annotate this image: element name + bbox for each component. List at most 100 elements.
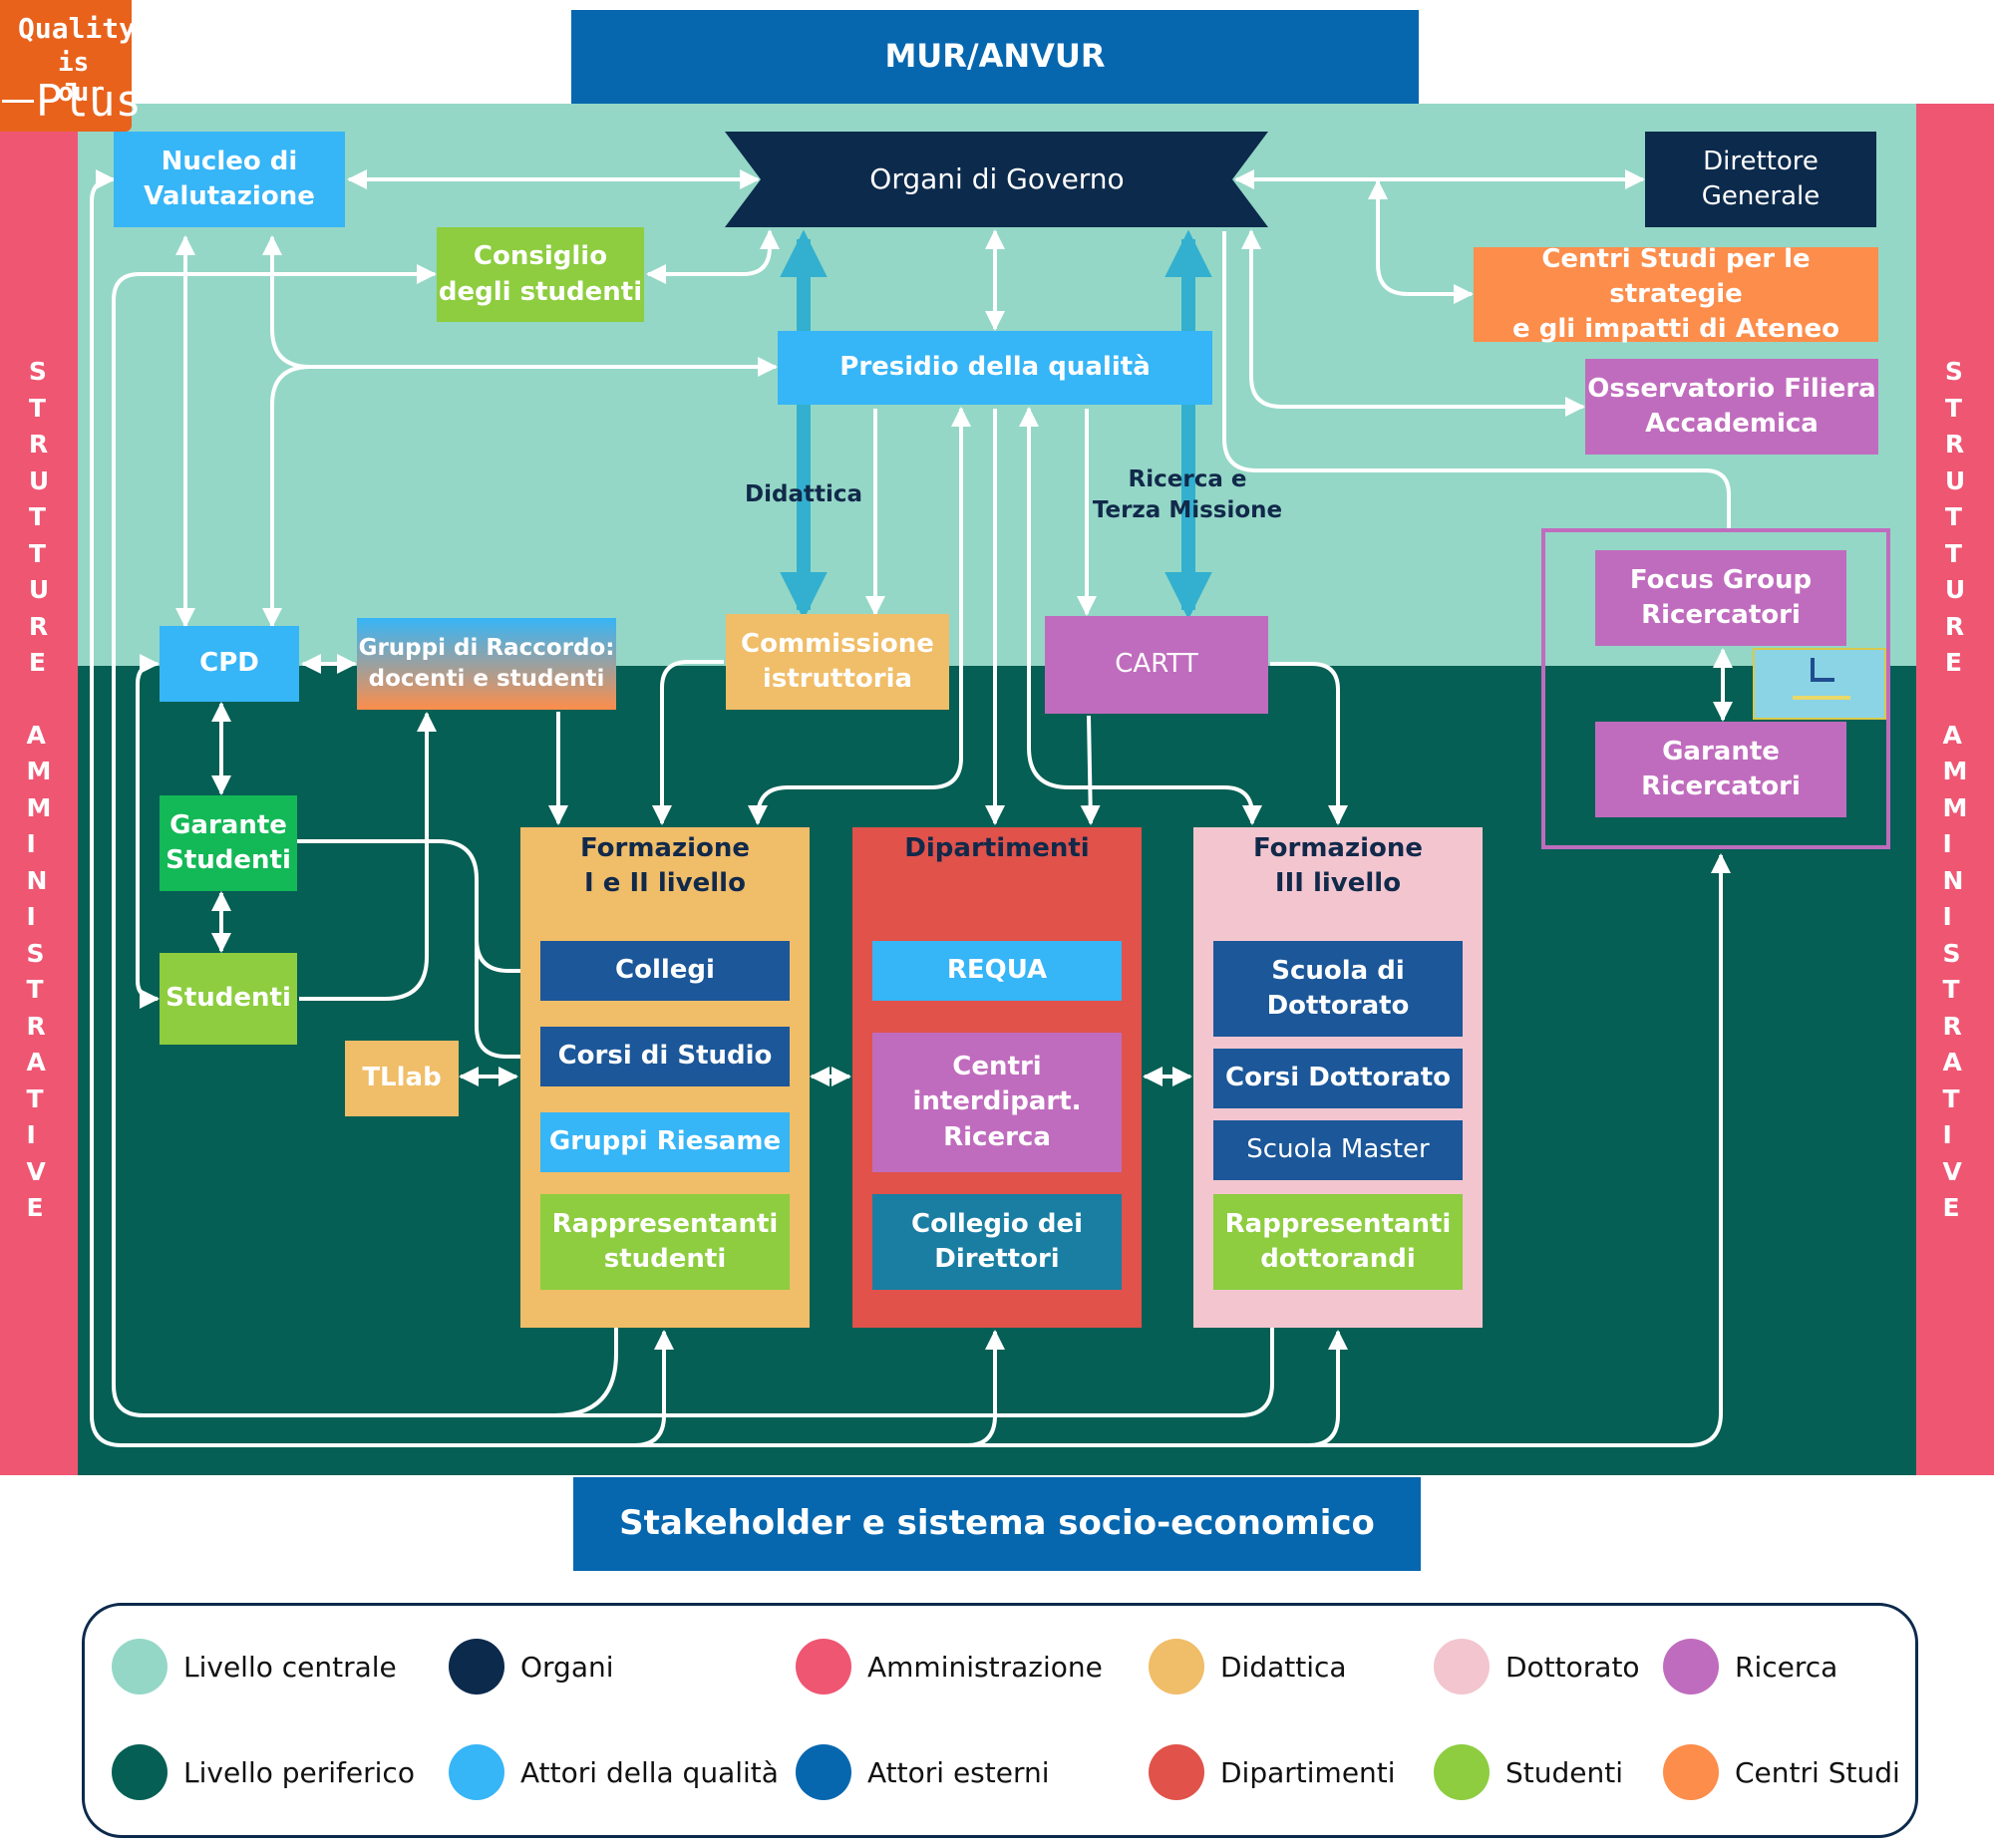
legend-item: Livello centrale	[112, 1639, 397, 1694]
side-letter: M	[26, 792, 52, 822]
side-letter: V	[1942, 1156, 1962, 1186]
formazione-12-title: Formazione I e II livello	[579, 832, 751, 898]
studenti: Studenti	[160, 953, 297, 1045]
side-letter: S	[26, 938, 45, 968]
legend-label: Attori della qualità	[520, 1755, 779, 1789]
legend-swatch	[1663, 1639, 1719, 1694]
organi-di-governo: Organi di Governo	[869, 162, 1125, 196]
legend-label: Dottorato	[1505, 1650, 1640, 1684]
legend-swatch	[449, 1639, 504, 1694]
legend-item: Didattica	[1149, 1639, 1347, 1694]
side-letter: E	[1942, 1193, 1960, 1222]
legend-label: Amministrazione	[867, 1650, 1103, 1684]
consiglio-degli-studenti: Consiglio degli studenti	[437, 227, 644, 322]
direttore-generale: Direttore Generale	[1645, 132, 1876, 227]
side-letter: A	[1942, 720, 1962, 750]
scuola-master: Scuola Master	[1213, 1120, 1463, 1180]
centri-studi: Centri Studi per le strategie e gli impa…	[1474, 244, 1878, 344]
legend-item: Studenti	[1434, 1744, 1623, 1800]
legend-item: Organi	[449, 1639, 614, 1694]
side-letter: T	[1944, 538, 1962, 568]
nucleo-di-valutazione: Nucleo di Valutazione	[114, 132, 345, 227]
side-letter: I	[1942, 829, 1952, 858]
legend-label: Livello periferico	[183, 1755, 415, 1789]
legend-item: Attori della qualità	[449, 1744, 779, 1800]
side-letter: R	[1944, 611, 1965, 641]
logo-dash	[2, 100, 34, 103]
quality-logo: Quality is our Plus	[0, 0, 142, 132]
osservatorio-filiera: Osservatorio Filiera Accademica	[1585, 359, 1878, 455]
side-letter: T	[26, 1083, 44, 1113]
legend-swatch	[796, 1744, 851, 1800]
rappresentanti-studenti: Rappresentanti studenti	[540, 1194, 790, 1290]
legend-swatch	[112, 1744, 167, 1800]
side-letter: M	[1942, 792, 1968, 822]
side-letter: N	[1942, 865, 1964, 895]
legend-label: Centri Studi	[1735, 1755, 1900, 1789]
side-letter: E	[1944, 648, 1962, 677]
legend-swatch	[1434, 1639, 1490, 1694]
side-letter: N	[26, 865, 48, 895]
side-letter: R	[28, 611, 49, 641]
logo-line-1: Quality	[18, 12, 137, 45]
side-letter: U	[1944, 575, 1966, 604]
corsi-dottorato: Corsi Dottorato	[1213, 1049, 1463, 1108]
legend-label: Didattica	[1220, 1650, 1347, 1684]
side-letter: R	[1942, 1011, 1962, 1041]
side-letter: A	[26, 720, 46, 750]
side-letter: T	[28, 538, 46, 568]
logo-line-2: is our	[58, 48, 105, 108]
legend-swatch	[449, 1744, 504, 1800]
side-letter: T	[1944, 502, 1962, 531]
legend-item: Ricerca	[1663, 1639, 1837, 1694]
legend-item: Dipartimenti	[1149, 1744, 1396, 1800]
side-letter: U	[28, 465, 50, 495]
label-ricerca-terza-missione: Ricerca e Terza Missione	[1092, 465, 1283, 523]
legend-swatch	[1149, 1744, 1204, 1800]
legend-item: Centri Studi	[1663, 1744, 1900, 1800]
side-letter: U	[1944, 465, 1966, 495]
cpd: CPD	[160, 626, 299, 702]
label-didattica: Didattica	[745, 481, 862, 508]
rappresentanti-dottorandi: Rappresentanti dottorandi	[1213, 1194, 1463, 1290]
presidio-della-qualita: Presidio della qualità	[778, 331, 1212, 405]
legend-item: Amministrazione	[796, 1639, 1103, 1694]
legend-item: Livello periferico	[112, 1744, 415, 1800]
hr-logo-icon	[1811, 658, 1834, 682]
side-letter: M	[26, 757, 52, 785]
side-letter: R	[26, 1011, 46, 1041]
side-letter: I	[26, 829, 36, 858]
logo-line-3: Plus	[36, 76, 142, 127]
legend-swatch	[796, 1639, 851, 1694]
corsi-di-studio: Corsi di Studio	[540, 1027, 790, 1086]
side-letter: T	[1942, 975, 1960, 1004]
bottom-banner: Stakeholder e sistema socio-economico	[573, 1477, 1421, 1571]
side-letter: I	[1942, 902, 1952, 931]
side-letter: A	[26, 1048, 46, 1077]
focus-group-ricercatori: Focus Group Ricercatori	[1595, 550, 1846, 646]
side-letter: A	[1942, 1048, 1962, 1077]
side-letter: T	[1944, 393, 1962, 423]
dipartimenti-title: Dipartimenti	[904, 833, 1090, 864]
formazione-3-title: Formazione III livello	[1252, 832, 1424, 898]
side-letter: S	[1942, 938, 1961, 968]
scuola-di-dottorato: Scuola di Dottorato	[1213, 941, 1463, 1037]
requa: REQUA	[872, 941, 1122, 1001]
collegio-dei-direttori: Collegio dei Direttori	[872, 1194, 1122, 1290]
legend-swatch	[1149, 1639, 1204, 1694]
legend-label: Attori esterni	[867, 1755, 1050, 1789]
side-letter: M	[1942, 757, 1968, 785]
side-letter: T	[26, 975, 44, 1004]
side-letter: I	[1942, 1120, 1952, 1149]
side-letter: E	[28, 648, 46, 677]
commissione-istruttoria: Commissione istruttoria	[726, 614, 949, 710]
legend-label: Dipartimenti	[1220, 1755, 1396, 1789]
side-letter: I	[26, 902, 36, 931]
garante-ricercatori: Garante Ricercatori	[1595, 722, 1846, 817]
cartt: CARTT	[1045, 616, 1268, 714]
legend	[82, 1603, 1918, 1838]
